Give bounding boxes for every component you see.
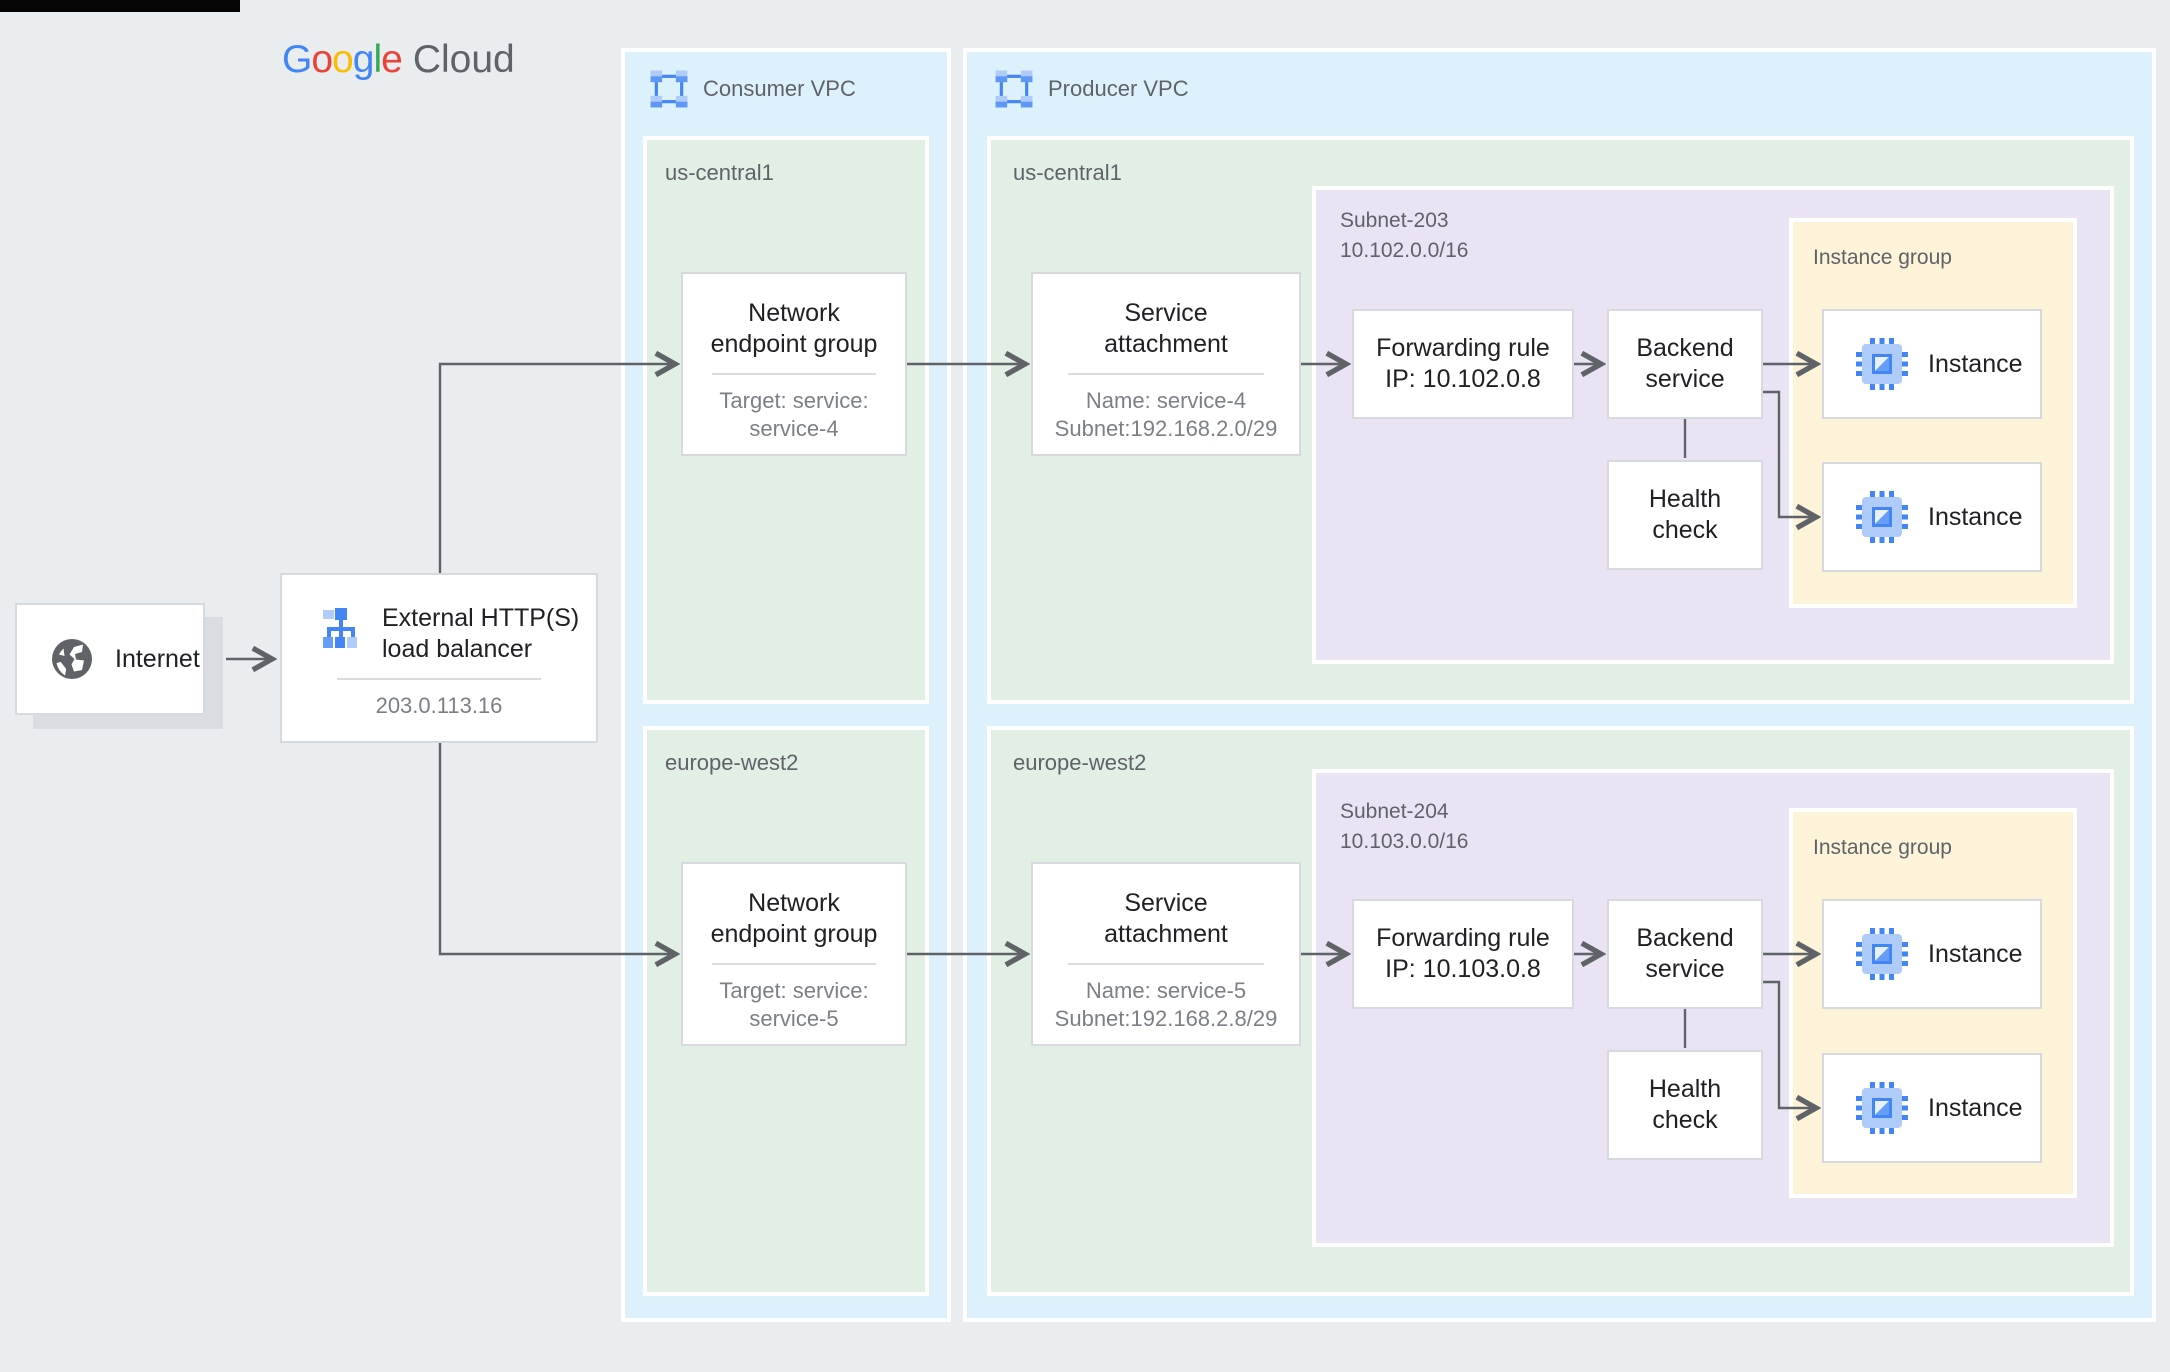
subnet-204-label: Subnet-204 10.103.0.0/16	[1340, 797, 1468, 857]
producer-vpc-header: Producer VPC	[995, 70, 1189, 108]
producer-region-1-label: us-central1	[1013, 160, 1122, 185]
producer-vpc-label: Producer VPC	[1048, 76, 1189, 101]
instance-2a-node: Instance	[1822, 899, 2042, 1009]
load-balancer-ip: 203.0.113.16	[375, 693, 503, 718]
divider	[711, 963, 877, 965]
producer-region-2-label: europe-west2	[1013, 750, 1147, 775]
consumer-region-1-label: us-central1	[665, 160, 774, 185]
sa-subnet: Subnet:192.168.2.0/29	[1054, 416, 1278, 441]
logo-letter: g	[352, 38, 375, 81]
subnet-name: Subnet-203	[1340, 209, 1449, 232]
logo-letter: G	[282, 38, 312, 81]
internet-node: Internet	[15, 603, 205, 715]
top-black-bar	[0, 0, 240, 12]
instance-1a-node: Instance	[1822, 309, 2042, 419]
health-check-2-node: Health check	[1607, 1050, 1763, 1160]
network-endpoint-group-2-node: Network endpoint group Target: service: …	[681, 862, 907, 1046]
load-balancer-icon	[323, 608, 357, 648]
load-balancer-title: External HTTP(S) load balancer	[382, 603, 592, 665]
compute-instance-icon	[1856, 338, 1908, 390]
divider	[711, 373, 877, 375]
instance-label: Instance	[1928, 349, 2023, 378]
subnet-203-label: Subnet-203 10.102.0.0/16	[1340, 206, 1468, 266]
internet-label: Internet	[115, 644, 200, 673]
compute-instance-icon	[1856, 928, 1908, 980]
network-endpoint-group-1-node: Network endpoint group Target: service: …	[681, 272, 907, 456]
sa-subnet: Subnet:192.168.2.8/29	[1054, 1006, 1278, 1031]
subnet-cidr: 10.102.0.0/16	[1340, 239, 1469, 262]
forwarding-rule-2-node: Forwarding rule IP: 10.103.0.8	[1352, 899, 1574, 1009]
instance-1b-node: Instance	[1822, 462, 2042, 572]
logo-letter: e	[381, 38, 403, 81]
bs-title: Backend service	[1636, 924, 1734, 983]
fr-ip: IP: 10.103.0.8	[1385, 955, 1541, 983]
backend-service-2-node: Backend service	[1607, 899, 1763, 1009]
neg-target: Target: service: service-4	[719, 388, 869, 441]
logo-letter: l	[373, 38, 382, 81]
forwarding-rule-1-node: Forwarding rule IP: 10.102.0.8	[1352, 309, 1574, 419]
consumer-region-2-label: europe-west2	[665, 750, 799, 775]
globe-icon	[52, 639, 92, 679]
hc-title: Health check	[1648, 1075, 1722, 1134]
health-check-1-node: Health check	[1607, 460, 1763, 570]
consumer-vpc-label: Consumer VPC	[703, 76, 856, 101]
divider	[337, 678, 541, 680]
instance-label: Instance	[1928, 939, 2023, 968]
consumer-vpc-header: Consumer VPC	[650, 70, 856, 108]
bs-title: Backend service	[1636, 334, 1734, 393]
neg-title: Network endpoint group	[710, 299, 878, 358]
service-attachment-2-node: Service attachment Name: service-5 Subne…	[1031, 862, 1301, 1046]
neg-title: Network endpoint group	[710, 889, 878, 948]
instance-group-2-label: Instance group	[1813, 836, 1952, 859]
sa-title: Service attachment	[1104, 299, 1228, 358]
fr-ip: IP: 10.102.0.8	[1385, 365, 1541, 393]
logo-letter: o	[332, 38, 354, 81]
compute-instance-icon	[1856, 1082, 1908, 1134]
subnet-name: Subnet-204	[1340, 800, 1449, 823]
subnet-cidr: 10.103.0.0/16	[1340, 830, 1469, 853]
sa-title: Service attachment	[1104, 889, 1228, 948]
neg-target: Target: service: service-5	[719, 978, 869, 1031]
fr-title: Forwarding rule	[1376, 924, 1550, 952]
fr-title: Forwarding rule	[1376, 334, 1550, 362]
compute-instance-icon	[1856, 491, 1908, 543]
backend-service-1-node: Backend service	[1607, 309, 1763, 419]
sa-name: Name: service-5	[1085, 978, 1247, 1003]
external-load-balancer-node: External HTTP(S) load balancer 203.0.113…	[280, 573, 598, 743]
lb-title-line1: External HTTP(S)	[382, 604, 580, 632]
vpc-icon	[650, 70, 688, 108]
logo-letter: o	[311, 38, 333, 81]
instance-2b-node: Instance	[1822, 1053, 2042, 1163]
instance-label: Instance	[1928, 502, 2023, 531]
hc-title: Health check	[1648, 485, 1722, 544]
lb-title-line2: load balancer	[382, 635, 533, 663]
service-attachment-1-node: Service attachment Name: service-4 Subne…	[1031, 272, 1301, 456]
logo-cloud-word: Cloud	[412, 38, 515, 81]
sa-name: Name: service-4	[1085, 388, 1247, 413]
divider	[1067, 373, 1265, 375]
vpc-icon	[995, 70, 1033, 108]
instance-label: Instance	[1928, 1093, 2023, 1122]
instance-group-1-label: Instance group	[1813, 246, 1952, 269]
divider	[1067, 963, 1265, 965]
